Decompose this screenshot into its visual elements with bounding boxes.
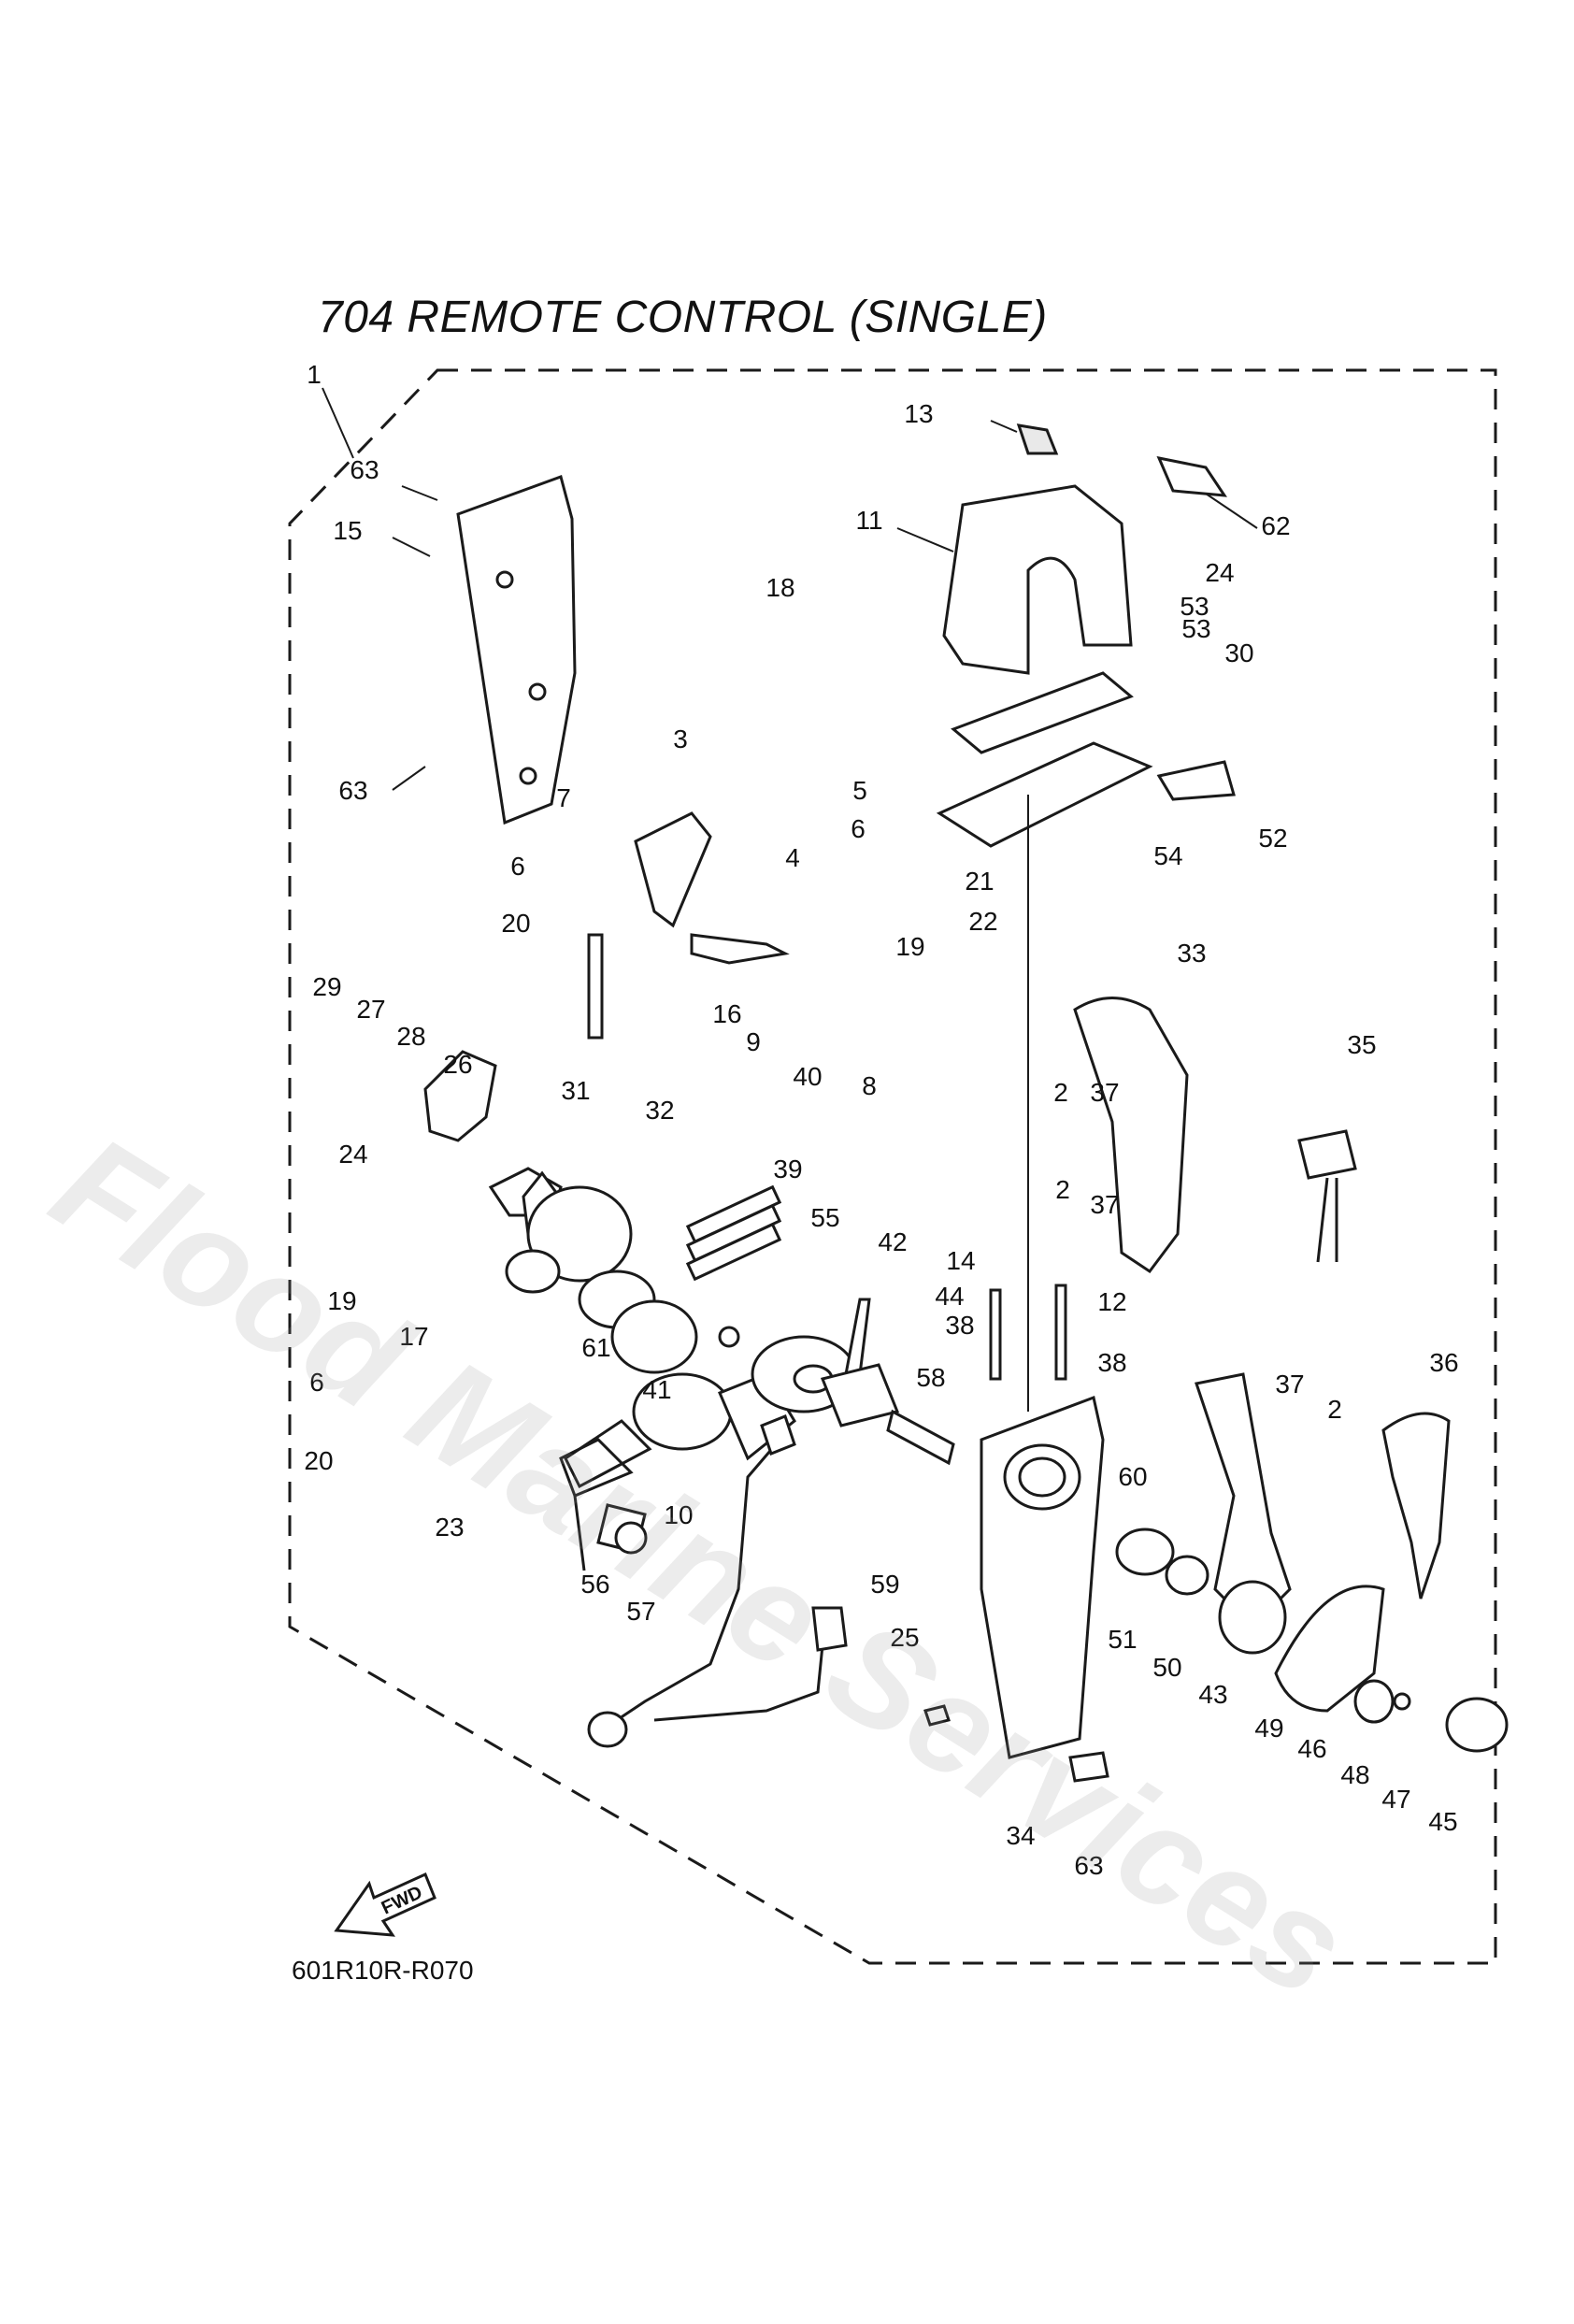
mounting-plate	[392, 475, 577, 825]
callout-32: 32	[645, 1096, 674, 1125]
callout-53: 53	[1181, 614, 1210, 643]
callout-2: 2	[1327, 1395, 1342, 1424]
callout-61: 61	[581, 1333, 610, 1362]
callout-14: 14	[946, 1246, 975, 1275]
callout-6: 6	[510, 852, 525, 881]
callout-9: 9	[746, 1027, 761, 1056]
callout-6: 6	[851, 814, 866, 843]
callout-46: 46	[1297, 1734, 1326, 1763]
callout-63: 63	[1074, 1851, 1103, 1880]
assembly-boundary	[288, 368, 1497, 1965]
callout-36: 36	[1429, 1348, 1458, 1377]
gasket-plates	[936, 671, 1236, 848]
callout-6: 6	[309, 1368, 324, 1397]
callout-17: 17	[399, 1322, 428, 1351]
callout-47: 47	[1381, 1785, 1410, 1814]
callout-45: 45	[1428, 1807, 1457, 1836]
callout-59: 59	[870, 1570, 899, 1599]
callout-37: 37	[1090, 1190, 1119, 1219]
diagram-title: 704 REMOTE CONTROL (SINGLE)	[318, 293, 1048, 342]
callout-43: 43	[1198, 1680, 1227, 1709]
callout-41: 41	[642, 1375, 671, 1404]
callout-38: 38	[1097, 1348, 1126, 1377]
callout-11: 11	[855, 506, 882, 535]
callout-55: 55	[810, 1203, 839, 1232]
callout-2: 2	[1053, 1078, 1068, 1107]
diagram-code: 601R10R-R070	[292, 1956, 474, 1985]
callout-19: 19	[327, 1286, 356, 1315]
callout-42: 42	[878, 1227, 907, 1256]
right-levers	[923, 997, 1509, 1783]
callout-27: 27	[356, 995, 385, 1024]
fwd-arrow: FWD	[334, 1872, 436, 1937]
callout-13: 13	[904, 399, 933, 428]
wiring-harness	[587, 1414, 848, 1748]
callout-16: 16	[712, 999, 741, 1028]
control-body	[886, 795, 1105, 1759]
callout-48: 48	[1340, 1760, 1369, 1789]
callout-31: 31	[561, 1076, 590, 1105]
callout-19: 19	[895, 932, 924, 961]
callout-60: 60	[1118, 1462, 1147, 1491]
callout-54: 54	[1153, 841, 1182, 870]
callout-62: 62	[1261, 511, 1290, 540]
callout-1: 1	[307, 360, 322, 389]
callout-12: 12	[1097, 1287, 1126, 1316]
callout-25: 25	[890, 1623, 919, 1652]
callout-30: 30	[1224, 638, 1253, 667]
callout-22: 22	[968, 907, 997, 936]
callout-56: 56	[580, 1570, 609, 1599]
top-cover	[896, 420, 1258, 675]
callout-40: 40	[793, 1062, 822, 1091]
callout-20: 20	[304, 1446, 333, 1475]
callout-24: 24	[338, 1140, 367, 1169]
callout-63: 63	[350, 455, 379, 484]
callout-24: 24	[1205, 558, 1234, 587]
callout-23: 23	[435, 1513, 464, 1542]
callout-29: 29	[312, 972, 341, 1001]
callout-4: 4	[785, 843, 800, 872]
callout-8: 8	[862, 1071, 877, 1100]
callout-58: 58	[916, 1363, 945, 1392]
callout-15: 15	[333, 516, 362, 545]
callout-10: 10	[664, 1500, 693, 1529]
callout-20: 20	[501, 909, 530, 938]
callout-layer: 1631563131118622453533052542122376204561…	[304, 360, 1458, 1880]
callout-37: 37	[1090, 1078, 1119, 1107]
callout-44: 44	[935, 1282, 964, 1311]
callout-3: 3	[673, 724, 688, 753]
callout-63: 63	[338, 776, 367, 805]
callout-38: 38	[945, 1311, 974, 1340]
left-mechanism	[423, 811, 900, 1571]
callout-28: 28	[396, 1022, 425, 1051]
callout-18: 18	[766, 573, 794, 602]
leader-1	[322, 387, 354, 459]
callout-51: 51	[1108, 1625, 1137, 1654]
callout-49: 49	[1254, 1714, 1283, 1743]
callout-2: 2	[1055, 1175, 1070, 1204]
callout-52: 52	[1258, 824, 1287, 853]
callout-35: 35	[1347, 1030, 1376, 1059]
callout-26: 26	[443, 1050, 472, 1079]
callout-33: 33	[1177, 939, 1206, 968]
callout-34: 34	[1006, 1821, 1035, 1850]
callout-7: 7	[556, 783, 571, 812]
callout-39: 39	[773, 1155, 802, 1184]
callout-57: 57	[626, 1597, 655, 1626]
callout-37: 37	[1275, 1370, 1304, 1399]
callout-21: 21	[965, 867, 994, 896]
callout-53: 53	[1180, 592, 1209, 621]
callout-50: 50	[1152, 1653, 1181, 1682]
callout-5: 5	[852, 776, 867, 805]
